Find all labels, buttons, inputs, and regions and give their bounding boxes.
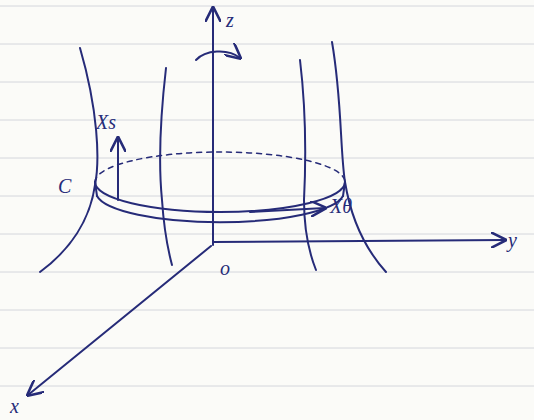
vector-label: Xθ [330,196,352,216]
tangent-vector-s [117,138,119,200]
vector-label: Xs [96,112,116,132]
axis-label: x [10,396,19,416]
band-edge [343,182,345,196]
x-axis [28,246,211,395]
band-edge [95,182,97,196]
parallel-back [95,152,345,182]
outer-profile-left [40,48,97,272]
rotation-arrow [196,51,240,60]
parallel-front [95,182,345,212]
outer-profile-right [332,42,386,272]
axis-label: y [508,230,517,250]
meridian-right [300,60,316,270]
tangent-vector-theta [250,208,325,212]
curve-label: C [58,176,71,196]
meridian-left [160,68,172,265]
z-axis [212,8,214,245]
notebook-lines [0,6,534,386]
parallel-band [97,196,343,222]
y-axis [213,240,505,242]
axis-label: z [226,10,234,30]
origin-label: o [220,258,230,278]
